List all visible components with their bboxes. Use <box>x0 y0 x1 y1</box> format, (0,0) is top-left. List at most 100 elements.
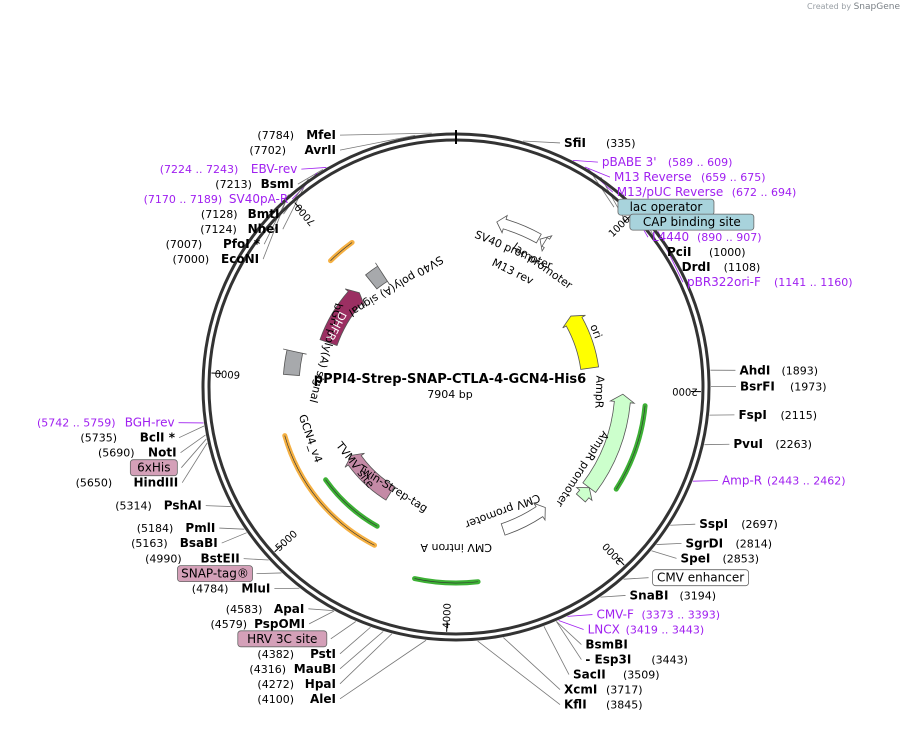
site-name: HindIII <box>134 476 179 490</box>
leader-line <box>543 626 570 675</box>
leader-line <box>651 550 677 559</box>
site-name: EcoNI <box>221 252 259 266</box>
feature-track-line <box>615 405 646 490</box>
site-name: PciI <box>667 245 692 259</box>
feature-box-label: HRV 3C site <box>247 632 317 646</box>
leader-line <box>556 621 582 660</box>
leader-line <box>205 505 231 507</box>
primer-name: M13 Reverse <box>614 170 692 184</box>
site-name: SspI <box>699 517 728 531</box>
feature-box-label: lac operator <box>630 200 703 214</box>
label-kfli: KflI(3845) <box>564 698 643 712</box>
snapgene-logo: SnapGene <box>853 2 900 12</box>
tick-mark <box>274 544 283 553</box>
site-name: NheI <box>248 222 279 236</box>
label-pbabe-3: pBABE 3'(589 .. 609) <box>602 155 733 169</box>
site-name: PfoI * <box>223 237 261 251</box>
label-spei: SpeI(2853) <box>681 551 760 565</box>
site-position: (2814) <box>735 537 772 550</box>
feature-box-label: SNAP-tag® <box>181 567 249 581</box>
label-fspi: FspI(2115) <box>738 408 817 422</box>
site-name: BsaBI <box>180 536 218 550</box>
feature-ori <box>562 314 600 370</box>
site-position: (4382) <box>257 648 294 661</box>
feature-cmv-promoter <box>500 502 546 536</box>
site-name: SfiI <box>564 136 586 150</box>
site-position: (7128) <box>201 208 238 221</box>
primer-name: pBABE 3' <box>602 155 657 169</box>
leader-line <box>181 442 208 483</box>
feature-box <box>629 213 755 231</box>
label-bcli: BclI *(5735) <box>80 431 175 445</box>
site-position: (2853) <box>723 552 760 565</box>
feature-box <box>129 459 178 477</box>
feature-label-sv40-poly-a-signal: SV40 poly(A) signal <box>347 253 446 319</box>
leader-line <box>330 621 357 640</box>
tick-label: 6000 <box>214 367 240 379</box>
feature-track-line <box>284 435 375 546</box>
primer-name: EBV-rev <box>251 162 297 176</box>
label-bsrfi: BsrFI(1973) <box>740 379 827 393</box>
label-pspomi: PspOMI(4579) <box>211 617 306 631</box>
leader-line <box>623 577 649 580</box>
tick-label: 5000 <box>274 529 300 554</box>
site-name: XcmI <box>564 683 597 697</box>
site-position: (7702) <box>249 144 286 157</box>
label-nhei: NheI (7124) <box>200 222 279 236</box>
credit-prefix: Created by <box>807 2 852 11</box>
site-position: (3419 .. 3443) <box>626 624 705 637</box>
leader-line <box>301 167 327 170</box>
feature-twin-strep-tag <box>344 452 395 501</box>
site-position: (4316) <box>249 663 286 676</box>
label-sv40pa-r: SV40pA-R(7170 .. 7189) <box>144 192 289 206</box>
feature-box <box>177 565 253 583</box>
leader-line <box>243 558 269 561</box>
tick-label: 3000 <box>601 540 626 566</box>
site-name: HpaI <box>305 677 336 691</box>
site-position: (4990) <box>145 553 182 566</box>
site-name: PvuI <box>733 437 763 451</box>
site-position: (5742 .. 5759) <box>37 417 116 430</box>
site-position: (5184) <box>137 522 174 535</box>
site-name: AvrII <box>304 143 336 157</box>
label-pmli: PmlI(5184) <box>137 521 216 535</box>
primer-name: L4440 <box>652 230 689 244</box>
site-name: PshAI <box>164 499 202 513</box>
leader-line <box>339 631 384 670</box>
label-sspi: SspI(2697) <box>699 517 778 531</box>
label-ebv-rev: EBV-rev(7224 .. 7243) <box>160 162 298 176</box>
label-esp3i: - Esp3I(3443) <box>585 653 688 667</box>
feature-label-cmv-intron-a: CMV intron A <box>420 541 492 554</box>
site-position: (5650) <box>76 477 113 490</box>
leader-line <box>656 542 682 545</box>
site-position: (4784) <box>192 583 229 596</box>
tick-label: 7000 <box>293 201 318 227</box>
feature-bgh-poly-a-signal <box>283 348 307 376</box>
label-drdi: DrdI(1108) <box>682 260 761 274</box>
snapgene-credit: Created by SnapGene <box>807 2 900 12</box>
label-bmti: BmtI(7128) <box>201 207 280 221</box>
label-pfoi: PfoI *(7007) <box>166 237 261 251</box>
site-position: (5163) <box>131 537 168 550</box>
plasmid-size: 7904 bp <box>427 388 472 401</box>
site-name: SnaBI <box>630 588 669 602</box>
feature-track-line <box>325 479 378 527</box>
feature-label-ampr: AmpR <box>592 375 606 409</box>
site-position: (7124) <box>200 223 237 236</box>
leader-line <box>567 614 593 617</box>
label-sacii: SacII(3509) <box>573 668 660 682</box>
leader-line <box>339 633 393 685</box>
feature-track <box>282 433 378 548</box>
feature-arrows <box>282 214 648 586</box>
site-position: (2263) <box>775 438 812 451</box>
label-psti: PstI(4382) <box>257 647 336 661</box>
feature-label-ori: ori <box>587 322 604 340</box>
site-position: (1141 .. 1160) <box>774 276 853 289</box>
leader-line <box>339 639 427 700</box>
feature-box <box>237 630 328 648</box>
leader-line <box>556 621 582 645</box>
label-snap-tag: SNAP-tag® <box>177 565 253 583</box>
label-bsmbi: BsmBI <box>585 638 627 652</box>
feature-box-label: CAP binding site <box>643 215 741 229</box>
